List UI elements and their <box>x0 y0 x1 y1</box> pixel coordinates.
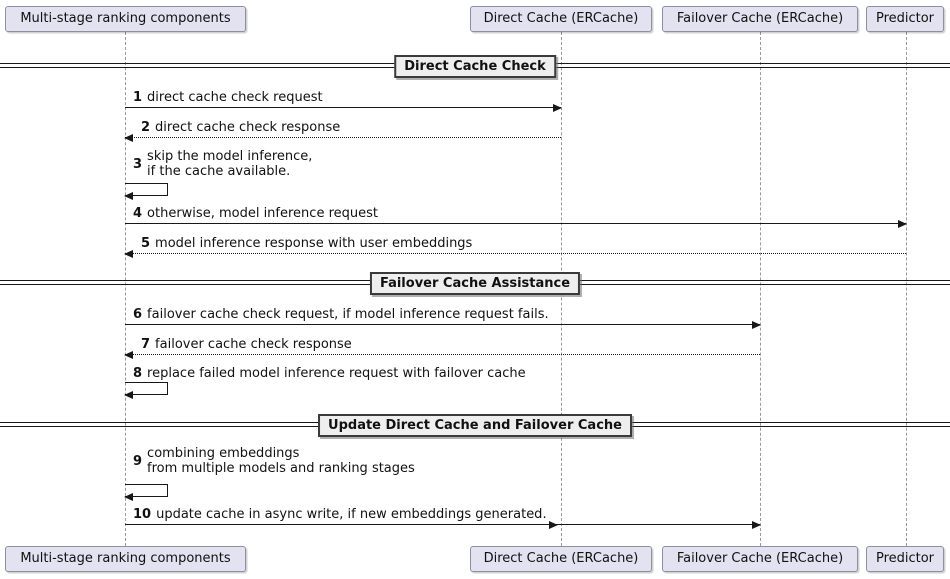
message-5-label: 5 model inference response with user embe… <box>141 236 472 251</box>
lifeline-failover-cache <box>760 32 761 546</box>
lifeline-predictor <box>906 32 907 546</box>
divider-label: Update Direct Cache and Failover Cache <box>318 414 632 437</box>
message-1-label: 1 direct cache check request <box>133 90 323 105</box>
message-8-self-arrow <box>124 382 168 399</box>
message-text: failover cache check request, if model i… <box>147 307 549 322</box>
message-number: 4 <box>133 206 143 221</box>
message-text: otherwise, model inference request <box>147 206 378 221</box>
arrowhead-left-icon <box>124 493 133 501</box>
message-7-arrow <box>124 351 760 359</box>
message-number: 7 <box>141 337 151 352</box>
message-6-arrow <box>125 321 761 329</box>
arrowhead-left-icon <box>124 192 133 200</box>
arrowhead-right-icon <box>752 321 761 329</box>
message-8-label: 8 replace failed model inference request … <box>133 366 526 381</box>
arrowhead-left-icon <box>124 351 133 359</box>
message-10-label: 10 update cache in async write, if new em… <box>133 507 547 522</box>
message-9-label: 9 combining embeddings from multiple mod… <box>133 446 415 476</box>
message-number: 3 <box>133 156 143 172</box>
arrowhead-left-icon <box>124 391 133 399</box>
message-text: direct cache check request <box>147 90 323 105</box>
participant-bottom-failover-cache: Failover Cache (ERCache) <box>662 546 858 572</box>
divider-update-caches: Update Direct Cache and Failover Cache <box>0 414 950 437</box>
message-2-label: 2 direct cache check response <box>141 120 340 135</box>
arrowhead-right-icon <box>553 104 562 112</box>
message-number: 5 <box>141 236 151 251</box>
message-6-label: 6 failover cache check request, if model … <box>133 307 549 322</box>
message-4-label: 4 otherwise, model inference request <box>133 206 378 221</box>
message-text: failover cache check response <box>155 337 352 352</box>
message-number: 2 <box>141 120 151 135</box>
participant-top-predictor: Predictor <box>866 6 944 32</box>
participant-top-multistage: Multi-stage ranking components <box>5 6 246 32</box>
message-number: 10 <box>133 507 152 522</box>
arrowhead-left-icon <box>124 250 133 258</box>
arrowhead-right-icon <box>898 220 907 228</box>
arrowhead-left-icon <box>124 134 133 142</box>
arrowhead-right-icon <box>549 521 558 529</box>
message-number: 8 <box>133 366 143 381</box>
message-4-arrow <box>125 220 907 228</box>
message-text: replace failed model inference request w… <box>147 366 526 381</box>
divider-direct-cache-check: Direct Cache Check <box>0 55 950 78</box>
participant-bottom-direct-cache: Direct Cache (ERCache) <box>470 546 652 572</box>
arrowhead-right-icon <box>752 521 761 529</box>
message-2-arrow <box>124 134 561 142</box>
message-number: 1 <box>133 90 143 105</box>
message-10-arrow <box>125 521 761 529</box>
message-text: combining embeddings from multiple model… <box>147 446 415 476</box>
message-text: skip the model inference, if the cache a… <box>147 149 313 179</box>
message-number: 9 <box>133 453 143 469</box>
divider-label: Failover Cache Assistance <box>369 272 581 295</box>
message-text: model inference response with user embed… <box>155 236 473 251</box>
participant-top-failover-cache: Failover Cache (ERCache) <box>662 6 858 32</box>
lifeline-multistage <box>125 32 126 546</box>
message-9-self-arrow <box>124 484 168 501</box>
message-1-arrow <box>125 104 562 112</box>
message-text: update cache in async write, if new embe… <box>156 507 547 522</box>
message-number: 6 <box>133 307 143 322</box>
divider-failover-cache-assistance: Failover Cache Assistance <box>0 272 950 295</box>
message-7-label: 7 failover cache check response <box>141 337 352 352</box>
message-5-arrow <box>124 250 906 258</box>
participant-bottom-predictor: Predictor <box>866 546 944 572</box>
participant-bottom-multistage: Multi-stage ranking components <box>5 546 246 572</box>
message-3-label: 3 skip the model inference, if the cache… <box>133 149 312 179</box>
message-text: direct cache check response <box>155 120 341 135</box>
message-3-self-arrow <box>124 183 168 200</box>
divider-label: Direct Cache Check <box>394 55 556 78</box>
participant-top-direct-cache: Direct Cache (ERCache) <box>470 6 652 32</box>
